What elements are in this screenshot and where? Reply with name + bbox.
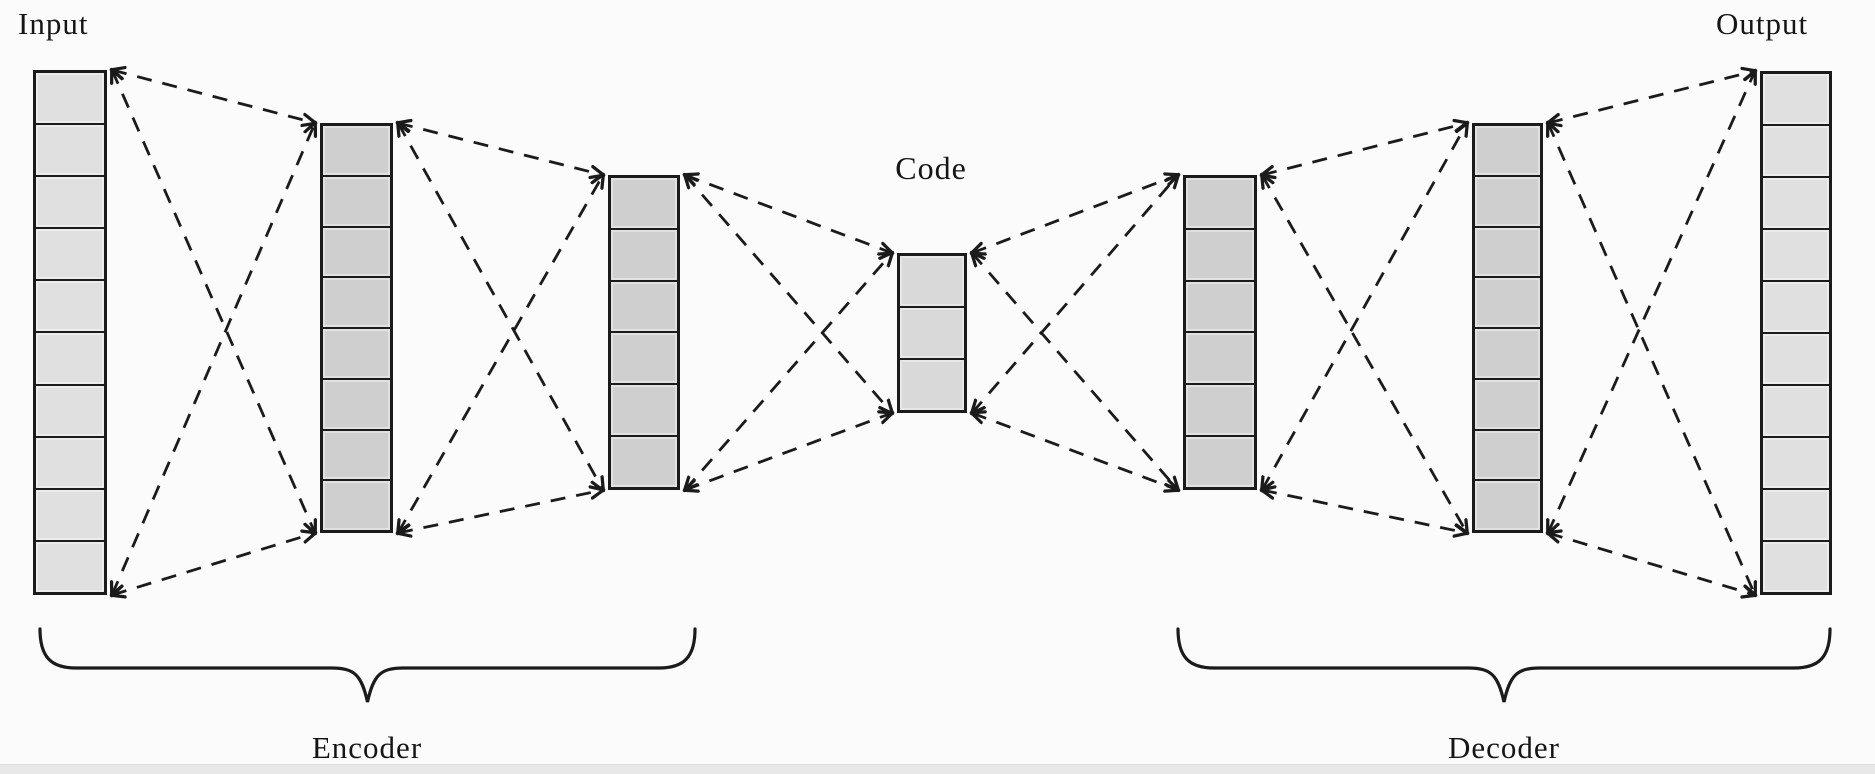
connection-line: [685, 175, 892, 253]
connection-line: [1548, 533, 1755, 595]
connection-line: [398, 123, 603, 490]
connection-line: [398, 175, 603, 533]
bottom-edge-strip: [0, 764, 1875, 774]
neuron-cell: [610, 177, 678, 229]
connection-line: [972, 175, 1178, 413]
connection-line: [685, 253, 892, 490]
connection-line: [112, 533, 315, 595]
neuron-cell: [322, 328, 391, 379]
connection-line: [112, 123, 315, 595]
connection-line: [685, 413, 892, 490]
neuron-cell: [610, 280, 678, 333]
neuron-cell: [610, 228, 678, 281]
neuron-cell: [1474, 125, 1541, 176]
decoder-brace: [1176, 627, 1832, 703]
neuron-cell: [1185, 177, 1255, 229]
neuron-cell: [1762, 437, 1830, 489]
layer-column-enc1: [320, 123, 393, 533]
neuron-cell: [1185, 228, 1255, 281]
layer-column-dec1: [1183, 175, 1257, 490]
neuron-cell: [1762, 73, 1830, 125]
neuron-cell: [1762, 489, 1830, 541]
neuron-cell: [899, 307, 965, 359]
connection-line: [1262, 123, 1467, 490]
dashed-connections: [112, 70, 1755, 595]
neuron-cell: [322, 429, 391, 481]
encoder-brace: [38, 627, 697, 703]
neuron-cell: [1474, 328, 1541, 379]
neuron-cell: [899, 359, 965, 411]
neuron-cell: [322, 480, 391, 531]
neuron-cell: [1474, 277, 1541, 328]
neuron-cell: [322, 277, 391, 328]
neuron-cell: [35, 176, 105, 229]
neuron-cell: [610, 332, 678, 385]
neuron-cell: [1762, 541, 1830, 593]
neuron-cell: [35, 436, 105, 489]
code-label: Code: [895, 150, 967, 186]
connection-line: [112, 70, 315, 533]
neuron-cell: [35, 488, 105, 541]
connection-line: [1262, 175, 1467, 533]
neuron-cell: [35, 332, 105, 385]
neuron-cell: [35, 72, 105, 125]
neuron-cell: [1762, 177, 1830, 229]
connection-line: [1262, 123, 1467, 175]
connection-line: [1548, 71, 1755, 123]
neuron-cell: [610, 384, 678, 437]
layer-column-dec2: [1472, 123, 1543, 533]
connection-line: [398, 123, 603, 175]
neuron-cell: [1762, 281, 1830, 333]
connection-line: [972, 253, 1178, 490]
connection-line: [1548, 123, 1755, 595]
neuron-cell: [610, 436, 678, 488]
neuron-cell: [35, 280, 105, 333]
neuron-cell: [322, 378, 391, 430]
connection-line: [972, 175, 1178, 253]
neuron-cell: [1474, 429, 1541, 481]
connection-line: [112, 70, 315, 123]
input-label: Input: [18, 6, 89, 41]
connection-line: [398, 490, 603, 533]
neuron-cell: [1762, 229, 1830, 281]
neuron-cell: [1185, 436, 1255, 488]
neuron-cell: [35, 228, 105, 281]
group-braces: [38, 627, 1832, 703]
neuron-cell: [1762, 385, 1830, 437]
connection-line: [1262, 490, 1467, 533]
neuron-cell: [1474, 175, 1541, 227]
layer-column-code: [897, 253, 967, 413]
connection-line: [972, 413, 1178, 490]
neuron-cell: [1762, 125, 1830, 177]
neuron-cell: [899, 255, 965, 307]
connection-line: [1548, 71, 1755, 533]
layer-column-enc2: [608, 175, 680, 490]
output-label: Output: [1716, 6, 1809, 41]
neuron-cell: [322, 125, 391, 176]
neuron-cell: [1474, 378, 1541, 430]
neuron-cell: [322, 175, 391, 227]
connection-line: [685, 175, 892, 413]
neuron-cell: [35, 124, 105, 177]
neuron-cell: [1185, 384, 1255, 437]
encoder-label: Encoder: [311, 730, 423, 765]
neuron-cell: [322, 226, 391, 278]
neuron-cell: [1474, 226, 1541, 278]
neuron-cell: [35, 540, 105, 593]
neuron-cell: [1474, 480, 1541, 531]
neuron-cell: [1185, 332, 1255, 385]
layer-column-output: [1760, 71, 1832, 595]
neuron-cell: [35, 384, 105, 437]
layer-column-input: [33, 70, 107, 595]
neuron-cell: [1762, 333, 1830, 385]
neuron-cell: [1185, 280, 1255, 333]
decoder-label: Decoder: [1448, 730, 1560, 765]
